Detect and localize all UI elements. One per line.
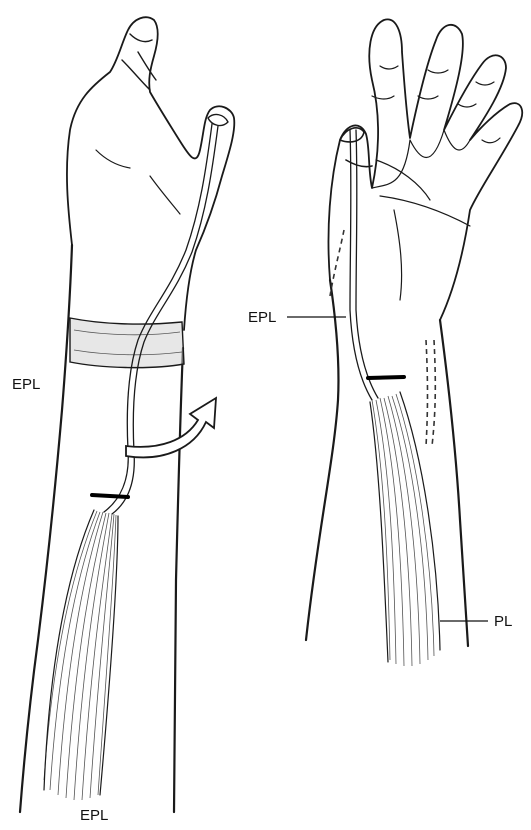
left-forearm-figure [20, 17, 234, 812]
left-hand-outline [67, 17, 234, 330]
left-forearm-outline-ulnar [20, 245, 72, 812]
right-epl-tendon [350, 130, 372, 400]
left-forearm-outline-radial [174, 348, 183, 812]
right-tendon-cut-mark [368, 377, 404, 378]
left-wrist-band [70, 318, 184, 368]
right-radial-dashed-line [330, 230, 344, 296]
left-epl-muscle-belly [44, 510, 118, 800]
rotation-arrow-icon [126, 398, 216, 457]
left-thumb-nail [208, 115, 228, 126]
right-hand-outline [328, 19, 522, 320]
right-ulnar-dashed-line-b [432, 340, 435, 446]
label-epl-left-side: EPL [12, 377, 40, 392]
left-fingertip-detail [122, 34, 156, 90]
right-forearm-outline-ulnar [440, 320, 468, 646]
right-forearm-outline-radial [306, 280, 339, 640]
left-knuckle-lines [96, 150, 180, 214]
label-epl-left-bottom: EPL [80, 808, 108, 823]
left-tendon-cut-mark [92, 495, 128, 497]
label-epl-right-figure: EPL [248, 310, 276, 325]
label-pl-right-figure: PL [494, 614, 512, 629]
right-forearm-figure [306, 19, 522, 666]
right-muscle-belly [370, 392, 440, 666]
right-ulnar-dashed-line-a [426, 340, 428, 446]
